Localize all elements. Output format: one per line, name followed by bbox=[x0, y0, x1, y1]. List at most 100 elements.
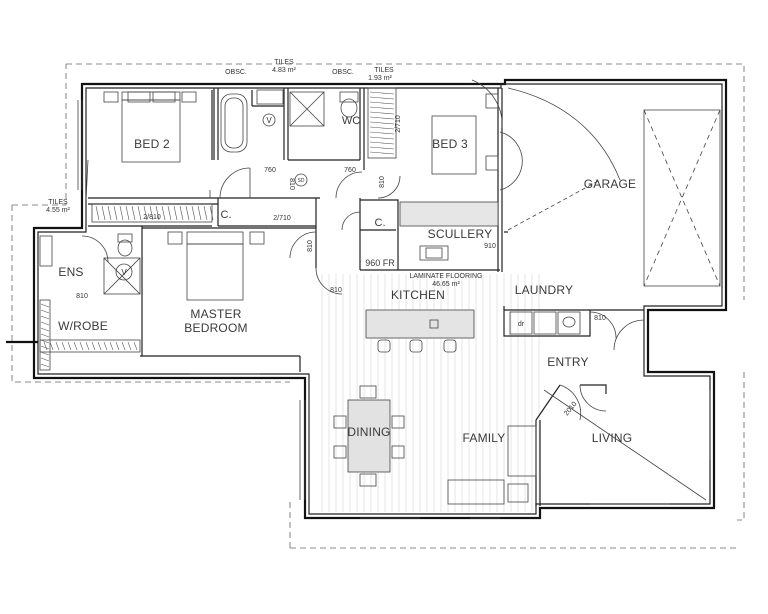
dim-760-a: 760 bbox=[264, 167, 276, 174]
garage bbox=[507, 87, 721, 287]
windows bbox=[77, 100, 711, 519]
robe-rail-line bbox=[369, 136, 395, 140]
note-tiles-3-area: 4.55 m² bbox=[46, 207, 70, 214]
robe-rail-line bbox=[133, 341, 138, 351]
robe-rail-line bbox=[203, 205, 208, 221]
bed2-furniture bbox=[85, 91, 211, 201]
dim-2010: 2010 bbox=[563, 401, 578, 418]
note-laminate-area: 46.65 m² bbox=[432, 281, 460, 288]
smoke-detector-symbol: SD bbox=[298, 178, 305, 184]
note-obsc-2: OBSC. bbox=[332, 69, 354, 76]
label-laundry: LAUNDRY bbox=[515, 283, 574, 297]
kitchen-island bbox=[365, 309, 475, 353]
label-cupboard-2: C. bbox=[375, 217, 386, 229]
note-tiles-2-area: 1.93 m² bbox=[368, 75, 392, 82]
robe-rail-line bbox=[161, 205, 166, 221]
robe-rail-line bbox=[40, 351, 50, 356]
robe-rail-line bbox=[369, 101, 395, 105]
dim-760-b: 760 bbox=[344, 167, 356, 174]
note-960-fr: 960 FR bbox=[365, 258, 395, 268]
outer-walls bbox=[32, 78, 728, 520]
dim-810-c: 810 bbox=[307, 240, 314, 252]
label-entry: ENTRY bbox=[547, 355, 588, 369]
robe-rail-line bbox=[119, 205, 124, 221]
note-tiles-1-area: 4.83 m² bbox=[272, 67, 296, 74]
robe-rail-line bbox=[40, 363, 50, 368]
robe-rail-line bbox=[197, 205, 202, 221]
robe-rail-line bbox=[49, 341, 54, 351]
lounge-furniture bbox=[447, 389, 707, 505]
label-dining: DINING bbox=[347, 425, 390, 439]
robe-rail-line bbox=[40, 345, 50, 350]
robe-rail-line bbox=[155, 205, 160, 221]
robe-rail-line bbox=[79, 341, 84, 351]
robe-rail-line bbox=[73, 341, 78, 351]
dim-2710-a: 2/710 bbox=[273, 215, 291, 222]
bathroom-fixtures bbox=[115, 89, 359, 281]
robe-rail-line bbox=[40, 321, 50, 326]
dining-table bbox=[333, 385, 405, 487]
label-scullery: SCULLERY bbox=[428, 227, 493, 241]
label-family: FAMILY bbox=[463, 431, 506, 445]
laundry-fixtures bbox=[509, 311, 581, 335]
label-wrobe: W/ROBE bbox=[58, 319, 108, 333]
valve-symbol-1: V bbox=[266, 116, 272, 125]
label-garage: GARAGE bbox=[584, 177, 637, 191]
robe-rail-line bbox=[127, 341, 132, 351]
robe-rail-line bbox=[40, 357, 50, 362]
robe-rail-line bbox=[101, 205, 106, 221]
interior-walls bbox=[88, 88, 644, 506]
note-laminate: LAMINATE FLOORING bbox=[410, 273, 483, 280]
robe-rail-line bbox=[209, 205, 214, 221]
robe-rail-line bbox=[149, 205, 154, 221]
bed3-furniture bbox=[431, 93, 499, 175]
site-boundary bbox=[11, 63, 745, 549]
dim-2710-b: 2/710 bbox=[395, 115, 402, 133]
robe-rail-line bbox=[369, 116, 395, 120]
note-tiles-1: TILES bbox=[274, 59, 294, 66]
robe-rail-line bbox=[185, 205, 190, 221]
door-swings bbox=[81, 79, 645, 421]
robe-rail-line bbox=[55, 341, 60, 351]
dim-810-d: 810 bbox=[330, 287, 342, 294]
dim-910: 910 bbox=[484, 243, 496, 250]
robe-rail-line bbox=[67, 341, 72, 351]
robe-rail-line bbox=[137, 205, 142, 221]
robe-rail-line bbox=[131, 205, 136, 221]
note-tiles-2: TILES bbox=[374, 67, 394, 74]
robe-rail-line bbox=[95, 205, 100, 221]
robe-rail-line bbox=[109, 341, 114, 351]
robe-rail-line bbox=[369, 131, 395, 135]
label-ens: ENS bbox=[58, 265, 83, 279]
label-bed-2: BED 2 bbox=[134, 137, 170, 151]
robe-rail-line bbox=[179, 205, 184, 221]
label-bed-3: BED 3 bbox=[432, 137, 468, 151]
label-master: MASTER bbox=[190, 307, 241, 321]
note-obsc-1: OBSC. bbox=[225, 69, 247, 76]
master-bed bbox=[167, 231, 265, 301]
robe-rail-line bbox=[115, 341, 120, 351]
robe-rail-line bbox=[113, 205, 118, 221]
label-kitchen: KITCHEN bbox=[391, 288, 445, 302]
dim-810-b: 810 bbox=[379, 176, 386, 188]
robe-rail-line bbox=[191, 205, 196, 221]
robe-rail-line bbox=[40, 339, 50, 344]
robe-rail-line bbox=[40, 327, 50, 332]
robe-rail-line bbox=[103, 341, 108, 351]
robe-rail-line bbox=[121, 341, 126, 351]
robe-rail-line bbox=[369, 141, 395, 145]
robe-rail-line bbox=[167, 205, 172, 221]
robe-rail-line bbox=[369, 146, 395, 150]
note-dryer: dr bbox=[518, 321, 525, 328]
robe-rail-line bbox=[40, 309, 50, 314]
robe-rail-line bbox=[40, 303, 50, 308]
label-living: LIVING bbox=[592, 431, 633, 445]
robe-rail-line bbox=[369, 96, 395, 100]
robe-rail-line bbox=[43, 341, 48, 351]
scullery-bench bbox=[399, 201, 499, 261]
robe-rail-line bbox=[125, 205, 130, 221]
ensuite-fixtures bbox=[39, 233, 141, 295]
robe-rail-line bbox=[40, 315, 50, 320]
robe-rail-line bbox=[107, 205, 112, 221]
